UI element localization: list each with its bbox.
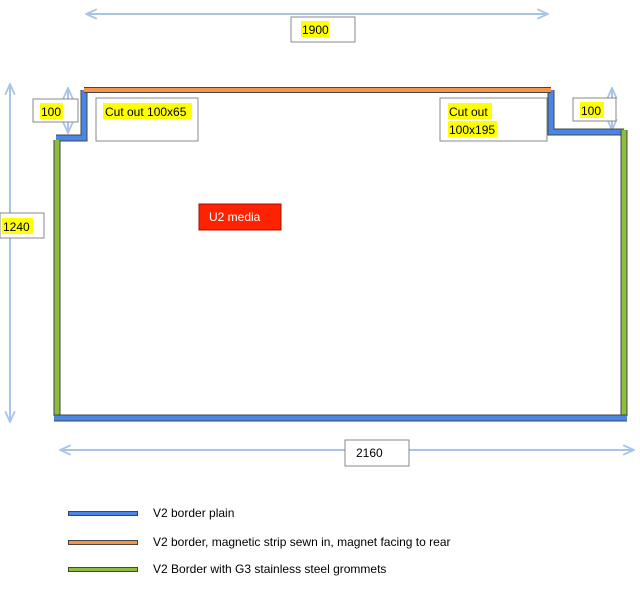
bottom-width-label: 2160 (356, 446, 383, 460)
legend-swatch-green (68, 567, 138, 572)
legend-swatch-orange (68, 540, 138, 545)
legend-label: V2 border, magnetic strip sewn in, magne… (153, 535, 451, 549)
legend-label: V2 Border with G3 stainless steel gromme… (153, 562, 387, 576)
left-cutout-label: Cut out 100x65 (105, 105, 187, 119)
left-cutout-depth-label: 100 (41, 105, 61, 119)
legend-item-magnetic: V2 border, magnetic strip sewn in, magne… (0, 533, 640, 553)
right-cutout-depth-label: 100 (581, 104, 601, 118)
bottom-width-label-box (344, 439, 410, 467)
media-label: U2 media (209, 210, 261, 224)
right-cutout-label-line2: 100x195 (449, 123, 495, 137)
legend-label: V2 border plain (153, 506, 235, 520)
legend-item-grommets: V2 Border with G3 stainless steel gromme… (0, 560, 640, 580)
legend-swatch-blue (68, 511, 138, 516)
height-label: 1240 (3, 220, 30, 234)
top-width-label: 1900 (302, 23, 329, 37)
media-label-box (198, 203, 282, 231)
legend-item-plain: V2 border plain (0, 504, 640, 524)
right-cutout-label-line1: Cut out (449, 105, 488, 119)
